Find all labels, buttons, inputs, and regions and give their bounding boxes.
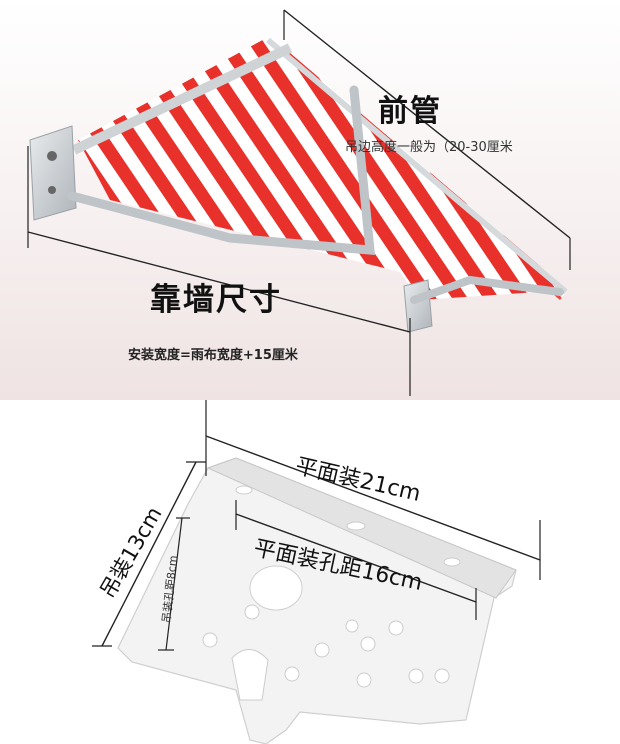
hang-size-line	[101, 461, 197, 647]
awning-fabric	[78, 36, 568, 300]
wall-bracket	[29, 125, 77, 221]
flat-hole-line	[235, 513, 477, 603]
front-bar-note: 吊边高度一般为（20-30厘米	[345, 140, 513, 155]
wall-size-note: 安装宽度=雨布宽度+15厘米	[128, 348, 298, 363]
front-dimension-line	[283, 9, 571, 239]
hang-hole-line	[165, 517, 183, 651]
folding-arm	[67, 85, 376, 255]
center-hole	[249, 565, 303, 611]
front-bar	[266, 37, 568, 295]
front-bar-title: 前管	[378, 94, 442, 129]
flat-width-line	[205, 435, 541, 561]
wall-size-title: 靠墙尺寸	[150, 282, 282, 318]
wall-dimension-line	[27, 231, 411, 333]
